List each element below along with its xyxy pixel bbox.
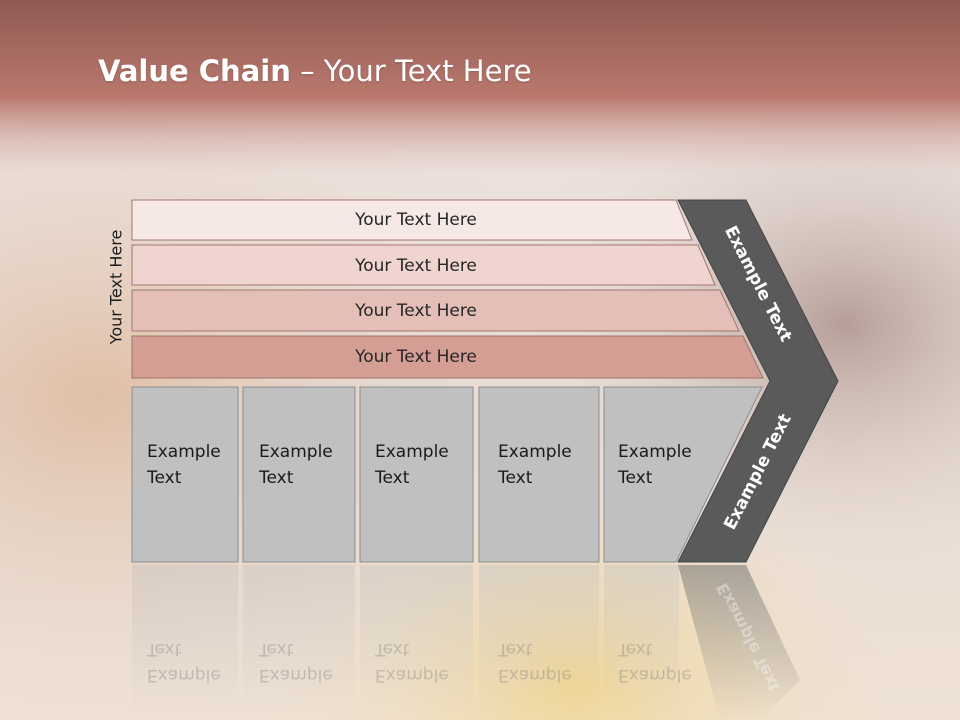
column-5-shape (603, 386, 763, 563)
column-2-shape (242, 386, 356, 563)
chevron-shape (677, 199, 839, 563)
bar-4-shape (131, 335, 764, 379)
column-3-shape (359, 386, 474, 563)
bar-4-label: Your Text Here (355, 347, 477, 367)
slide-title: Value Chain – Your Text Here (98, 54, 532, 88)
bar-3-shape (131, 289, 740, 332)
bar-1-label: Your Text Here (355, 210, 477, 230)
side-label: Your Text Here (106, 229, 126, 345)
bar-1-shape (131, 199, 693, 241)
bar-2-shape (131, 244, 716, 286)
column-1-shape (131, 386, 239, 563)
column-4-shape (478, 386, 600, 563)
bar-2-label: Your Text Here (355, 256, 477, 276)
bar-3-label: Your Text Here (355, 301, 477, 321)
